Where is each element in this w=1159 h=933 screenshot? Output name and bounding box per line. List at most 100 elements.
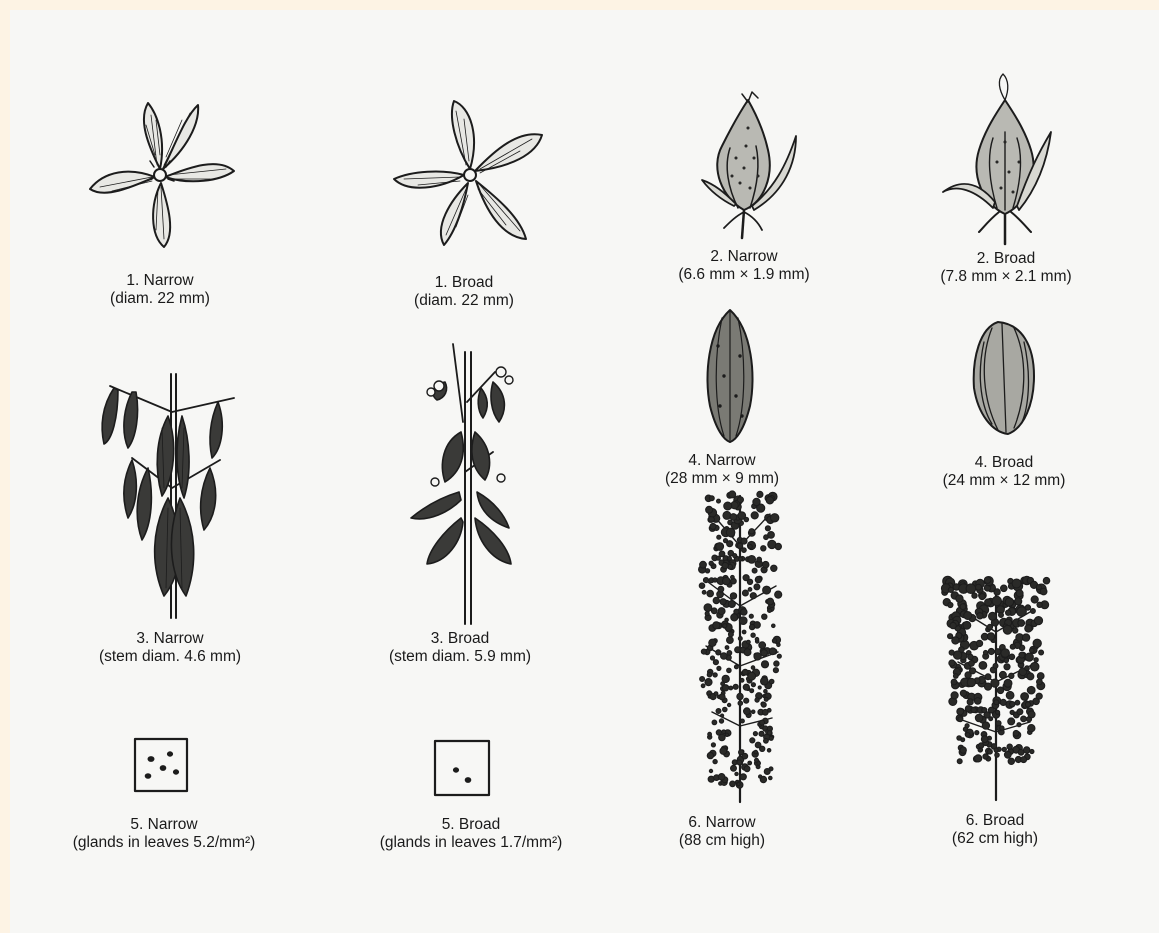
foliage-clump [716, 556, 720, 560]
foliage-clump [772, 639, 776, 643]
foliage-clump [754, 584, 760, 590]
foliage-clump [726, 528, 735, 537]
foliage-clump [738, 512, 746, 520]
caption-title: 5. Narrow [34, 816, 294, 834]
foliage-clump [755, 698, 759, 702]
foliage-clump [994, 589, 1000, 595]
foliage-clump [1039, 650, 1044, 655]
foliage-clump [975, 755, 982, 762]
foliage-clump [734, 665, 738, 669]
foliage-clump [1022, 634, 1029, 641]
foliage-clump [956, 595, 963, 602]
foliage-clump [761, 650, 768, 657]
caption-detail: (88 cm high) [592, 832, 852, 850]
caption-detail: (24 mm × 12 mm) [874, 472, 1134, 490]
foliage-clump [1010, 644, 1015, 649]
foliage-clump [722, 730, 726, 734]
foliage-clump [707, 752, 713, 758]
foliage-clump [740, 719, 744, 723]
foliage-clump [1008, 718, 1015, 725]
foliage-clump [718, 774, 725, 781]
foliage-clump [1030, 749, 1034, 753]
foliage-clump [1009, 673, 1014, 678]
foliage-clump [987, 633, 994, 640]
foliage-clump [731, 575, 735, 579]
foliage-clump [751, 666, 755, 670]
caption-3-broad: 3. Broad (stem diam. 5.9 mm) [330, 630, 590, 666]
foliage-clump [747, 640, 751, 644]
foliage-clump [743, 575, 749, 581]
foliage-clump [738, 701, 743, 706]
foliage-clump [1030, 648, 1035, 653]
foliage-clump [744, 649, 751, 656]
foliage-clump [966, 584, 976, 594]
foliage-clump [762, 561, 769, 568]
foliage-clump [716, 709, 721, 714]
foliage-clump [960, 690, 966, 696]
foliage-clump [711, 608, 717, 614]
foliage-clump [1013, 730, 1019, 736]
foliage-clump [755, 742, 761, 748]
foliage-clump [700, 561, 707, 568]
foliage-clump [717, 499, 721, 503]
foliage-clump [753, 732, 757, 736]
foliage-clump [709, 769, 712, 772]
foliage-clump [769, 736, 773, 740]
foliage-clump [713, 660, 718, 665]
caption-1-broad: 1. Broad (diam. 22 mm) [334, 274, 594, 310]
foliage-clump [1021, 693, 1029, 701]
foliage-clump [723, 624, 727, 628]
foliage-clump [993, 663, 998, 668]
foliage-clump [771, 565, 777, 571]
foliage-clump [702, 590, 706, 594]
foliage-clump [1000, 726, 1004, 730]
foliage-clump [1001, 585, 1008, 592]
foliage-clump [1028, 725, 1035, 732]
foliage-clump [983, 650, 987, 654]
foliage-clump [967, 699, 973, 705]
foliage-clump [1010, 702, 1015, 707]
foliage-clump [743, 684, 749, 690]
foliage-clump [1007, 744, 1012, 749]
foliage-clump [752, 568, 757, 573]
foliage-clump [982, 722, 989, 729]
foliage-clump [976, 640, 982, 646]
foliage-clump [729, 686, 733, 690]
caption-detail: (7.8 mm × 2.1 mm) [876, 268, 1136, 286]
foliage-clump [948, 602, 953, 607]
caption-5-broad: 5. Broad (glands in leaves 1.7/mm²) [341, 816, 601, 852]
caption-detail: (diam. 22 mm) [334, 292, 594, 310]
foliage-clump [733, 684, 738, 689]
foliage-clump [708, 732, 712, 736]
foliage-clump [1015, 700, 1020, 705]
foliage-clump [950, 622, 956, 628]
foliage-clump [709, 496, 714, 501]
foliage-clump [1006, 691, 1014, 699]
foliage-clump [750, 689, 754, 693]
foliage-clump [1025, 666, 1030, 671]
foliage-clump [709, 561, 713, 565]
foliage-clump [1005, 598, 1013, 606]
foliage-clump [1034, 617, 1042, 625]
foliage-clump [957, 759, 962, 764]
foliage-clump [769, 679, 774, 684]
foliage-clump [719, 694, 725, 700]
caption-detail: (diam. 22 mm) [30, 290, 290, 308]
foliage-clump [712, 720, 717, 725]
foliage-clump [751, 512, 758, 519]
foliage-clump [750, 593, 756, 599]
caption-title: 2. Narrow [614, 248, 874, 266]
foliage-clump [751, 683, 755, 687]
foliage-clump [1008, 758, 1014, 764]
foliage-clump [957, 708, 964, 715]
foliage-clump [775, 591, 782, 598]
foliage-clump [994, 700, 999, 705]
foliage-clump [705, 679, 712, 686]
foliage-clump [1030, 662, 1039, 671]
foliage-clump [723, 707, 728, 712]
foliage-clump [1016, 590, 1023, 597]
caption-title: 1. Broad [334, 274, 594, 292]
foliage-clump [713, 759, 717, 763]
foliage-clump [744, 698, 749, 703]
caption-6-narrow: 6. Narrow (88 cm high) [592, 814, 852, 850]
